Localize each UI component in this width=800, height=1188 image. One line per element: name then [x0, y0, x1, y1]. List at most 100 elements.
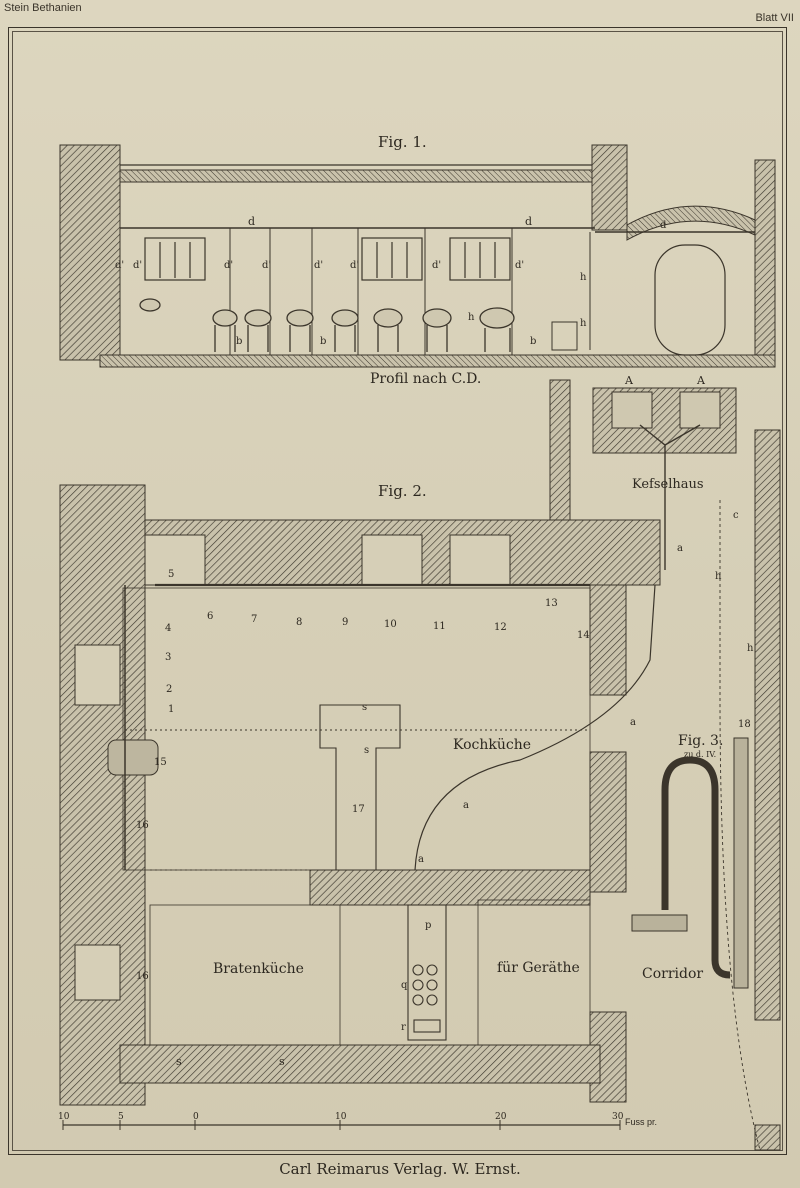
kettle-number: 15 [154, 757, 167, 768]
kettle-g [479, 307, 515, 329]
misc-label: a [418, 854, 424, 865]
kettle-number: 2 [166, 684, 173, 695]
kettle-number: 3 [165, 652, 172, 663]
fig1-risers [229, 228, 591, 355]
fig1-door [654, 244, 726, 356]
scale-tick: 10 [58, 1112, 70, 1122]
misc-label: h [715, 571, 722, 582]
misc-label: r [401, 1022, 406, 1033]
west-wall-cut1 [74, 644, 121, 706]
misc-label: a [630, 717, 636, 728]
scale-bar [62, 1120, 621, 1130]
fig1-label: b [320, 336, 327, 347]
misc-label: p [425, 920, 432, 931]
kettle-number: 9 [342, 617, 349, 628]
west-wall-cut2 [74, 944, 121, 1001]
kettle-c [286, 309, 314, 327]
room-label-kitchen: Kochküche [453, 737, 532, 753]
pipe-a [414, 584, 656, 871]
fig1-label: h [580, 318, 587, 329]
misc-label: s [279, 1055, 285, 1068]
fig1-vault [626, 205, 756, 241]
misc-label: q [401, 980, 408, 991]
misc-label: a [677, 543, 683, 554]
pipe-h [719, 500, 761, 1151]
north-window-1 [144, 534, 206, 586]
east-wall-2 [589, 751, 627, 893]
kettle-d [331, 309, 359, 327]
header-right-text: Blatt VII [755, 12, 794, 24]
kettle-number: 13 [545, 598, 558, 609]
fig1-label: h [468, 312, 475, 323]
fig1-label: b [530, 336, 537, 347]
window-3 [449, 237, 511, 281]
misc-label: s [176, 1055, 182, 1068]
kettle-number: 14 [577, 630, 590, 641]
boiler-left [611, 391, 653, 429]
fig1-far-right-wall [754, 159, 776, 356]
stove-block [407, 904, 447, 1041]
scale-unit: Fuss pr. [625, 1117, 658, 1127]
misc-label: h [747, 643, 754, 654]
fig1-label: d' [432, 260, 442, 271]
kettle-number: 8 [296, 617, 303, 628]
fig1-title: Fig. 1. [378, 133, 427, 151]
fig3-scale: zu d. IV. [684, 750, 717, 759]
kettle-number: 16 [136, 971, 149, 982]
boiler-house [549, 379, 737, 570]
kettle-number: 18 [738, 719, 751, 730]
fig1-label: d' [314, 260, 324, 271]
fig3-column [733, 737, 749, 989]
chimney [549, 379, 571, 521]
inner-frame [12, 31, 783, 1151]
south-wall [119, 1044, 601, 1084]
fig1-label: h [580, 272, 587, 283]
north-window-2 [361, 534, 423, 586]
west-wall [59, 484, 146, 1106]
misc-label: c [733, 510, 739, 521]
fig1-floor [99, 354, 776, 368]
kettle-number: 7 [251, 614, 258, 625]
room-label-equipment: für Geräthe [497, 960, 580, 976]
fig1-ceiling-band [119, 169, 596, 183]
fig3-detail [631, 737, 749, 989]
fig1-label: d' [133, 260, 143, 271]
kettle-number: 17 [352, 804, 365, 815]
header-left-text: Stein Bethanien [4, 2, 82, 14]
window-1 [144, 237, 206, 281]
fig1-caption: Profil nach C.D. [370, 371, 482, 387]
equipment-room-floor [477, 899, 591, 1046]
room-label-boiler-house: Kefselhaus [632, 477, 704, 492]
fig1-label: d [660, 220, 667, 231]
fig1-label: A [625, 374, 633, 387]
fig1-label: d' [262, 260, 272, 271]
wall-boiler-15 [107, 739, 159, 776]
kettle-number: 6 [207, 611, 214, 622]
fig1-right-wall [591, 144, 628, 231]
kettle-f [422, 308, 452, 328]
room-label-corridor: Corridor [642, 966, 704, 982]
east-outer-wall [754, 429, 781, 1021]
north-window-3 [449, 534, 511, 586]
fig1-label: A [697, 374, 705, 387]
fig1-label: d [525, 215, 533, 228]
fig1-label: d' [350, 260, 360, 271]
scale-tick: 20 [495, 1112, 507, 1122]
boiler-right [679, 391, 721, 429]
kettle-number: 16 [136, 820, 149, 831]
kettle-b [244, 309, 272, 327]
kettle-number: 5 [168, 569, 175, 580]
window-2 [361, 237, 423, 281]
fig1-label: d [248, 215, 256, 228]
fig1-kettles [139, 298, 515, 352]
fig3-title: Fig. 3. [678, 733, 724, 749]
east-wall [589, 584, 627, 696]
kettle-small [139, 298, 161, 312]
fig1-left-wall [59, 144, 121, 361]
fig1-label: d' [115, 260, 125, 271]
roast-kitchen-floor [149, 904, 341, 1046]
fig2-title: Fig. 2. [378, 482, 427, 500]
kettle-number: 4 [165, 623, 172, 634]
